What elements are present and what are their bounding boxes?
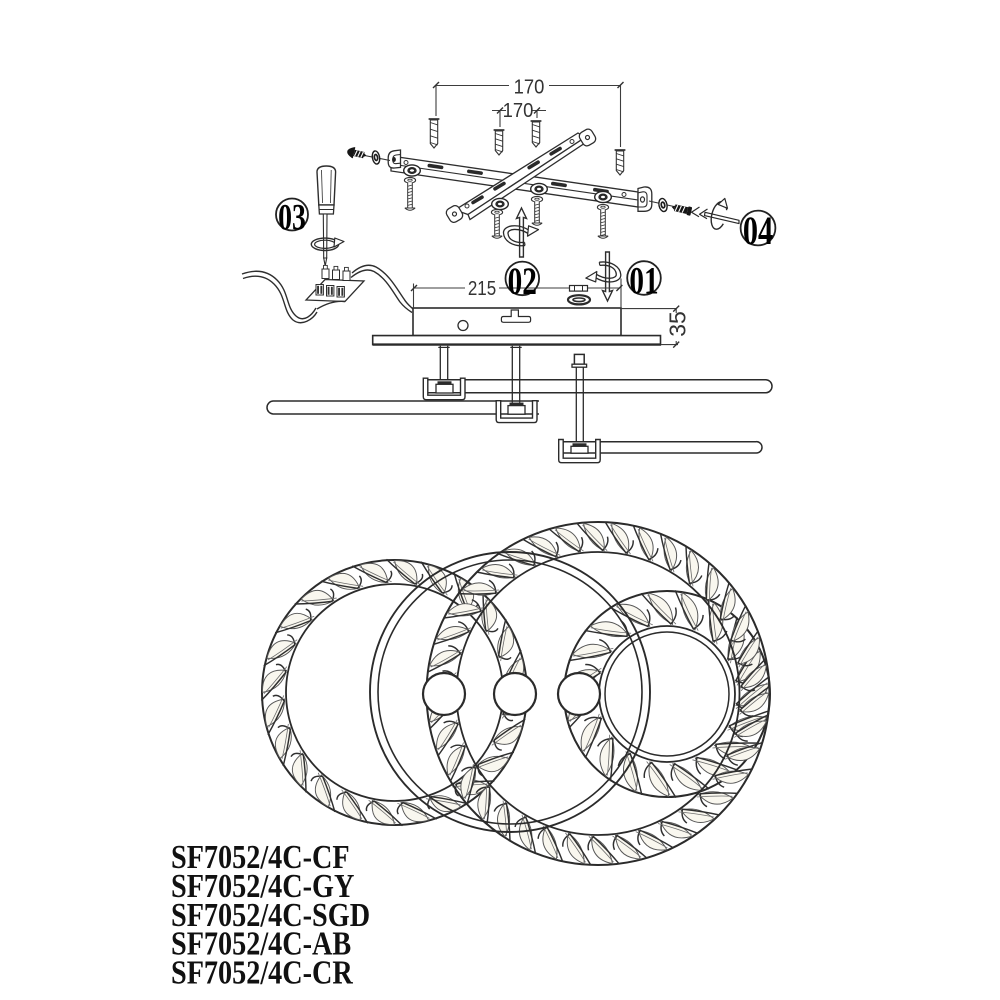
svg-text:SF7052/4C-CR: SF7052/4C-CR bbox=[171, 953, 353, 991]
svg-text:SF7052/4C-AB: SF7052/4C-AB bbox=[171, 924, 351, 962]
svg-text:04: 04 bbox=[743, 208, 773, 253]
svg-text:03: 03 bbox=[278, 198, 306, 239]
svg-text:215: 215 bbox=[468, 277, 496, 300]
svg-text:SF7052/4C-CF: SF7052/4C-CF bbox=[171, 838, 350, 876]
svg-text:SF7052/4C-SGD: SF7052/4C-SGD bbox=[171, 895, 370, 933]
svg-text:SF7052/4C-GY: SF7052/4C-GY bbox=[171, 866, 354, 904]
svg-text:01: 01 bbox=[629, 260, 658, 303]
svg-text:170: 170 bbox=[503, 100, 534, 122]
svg-text:35: 35 bbox=[665, 311, 691, 337]
svg-text:170: 170 bbox=[514, 77, 545, 99]
svg-text:02: 02 bbox=[508, 260, 537, 303]
